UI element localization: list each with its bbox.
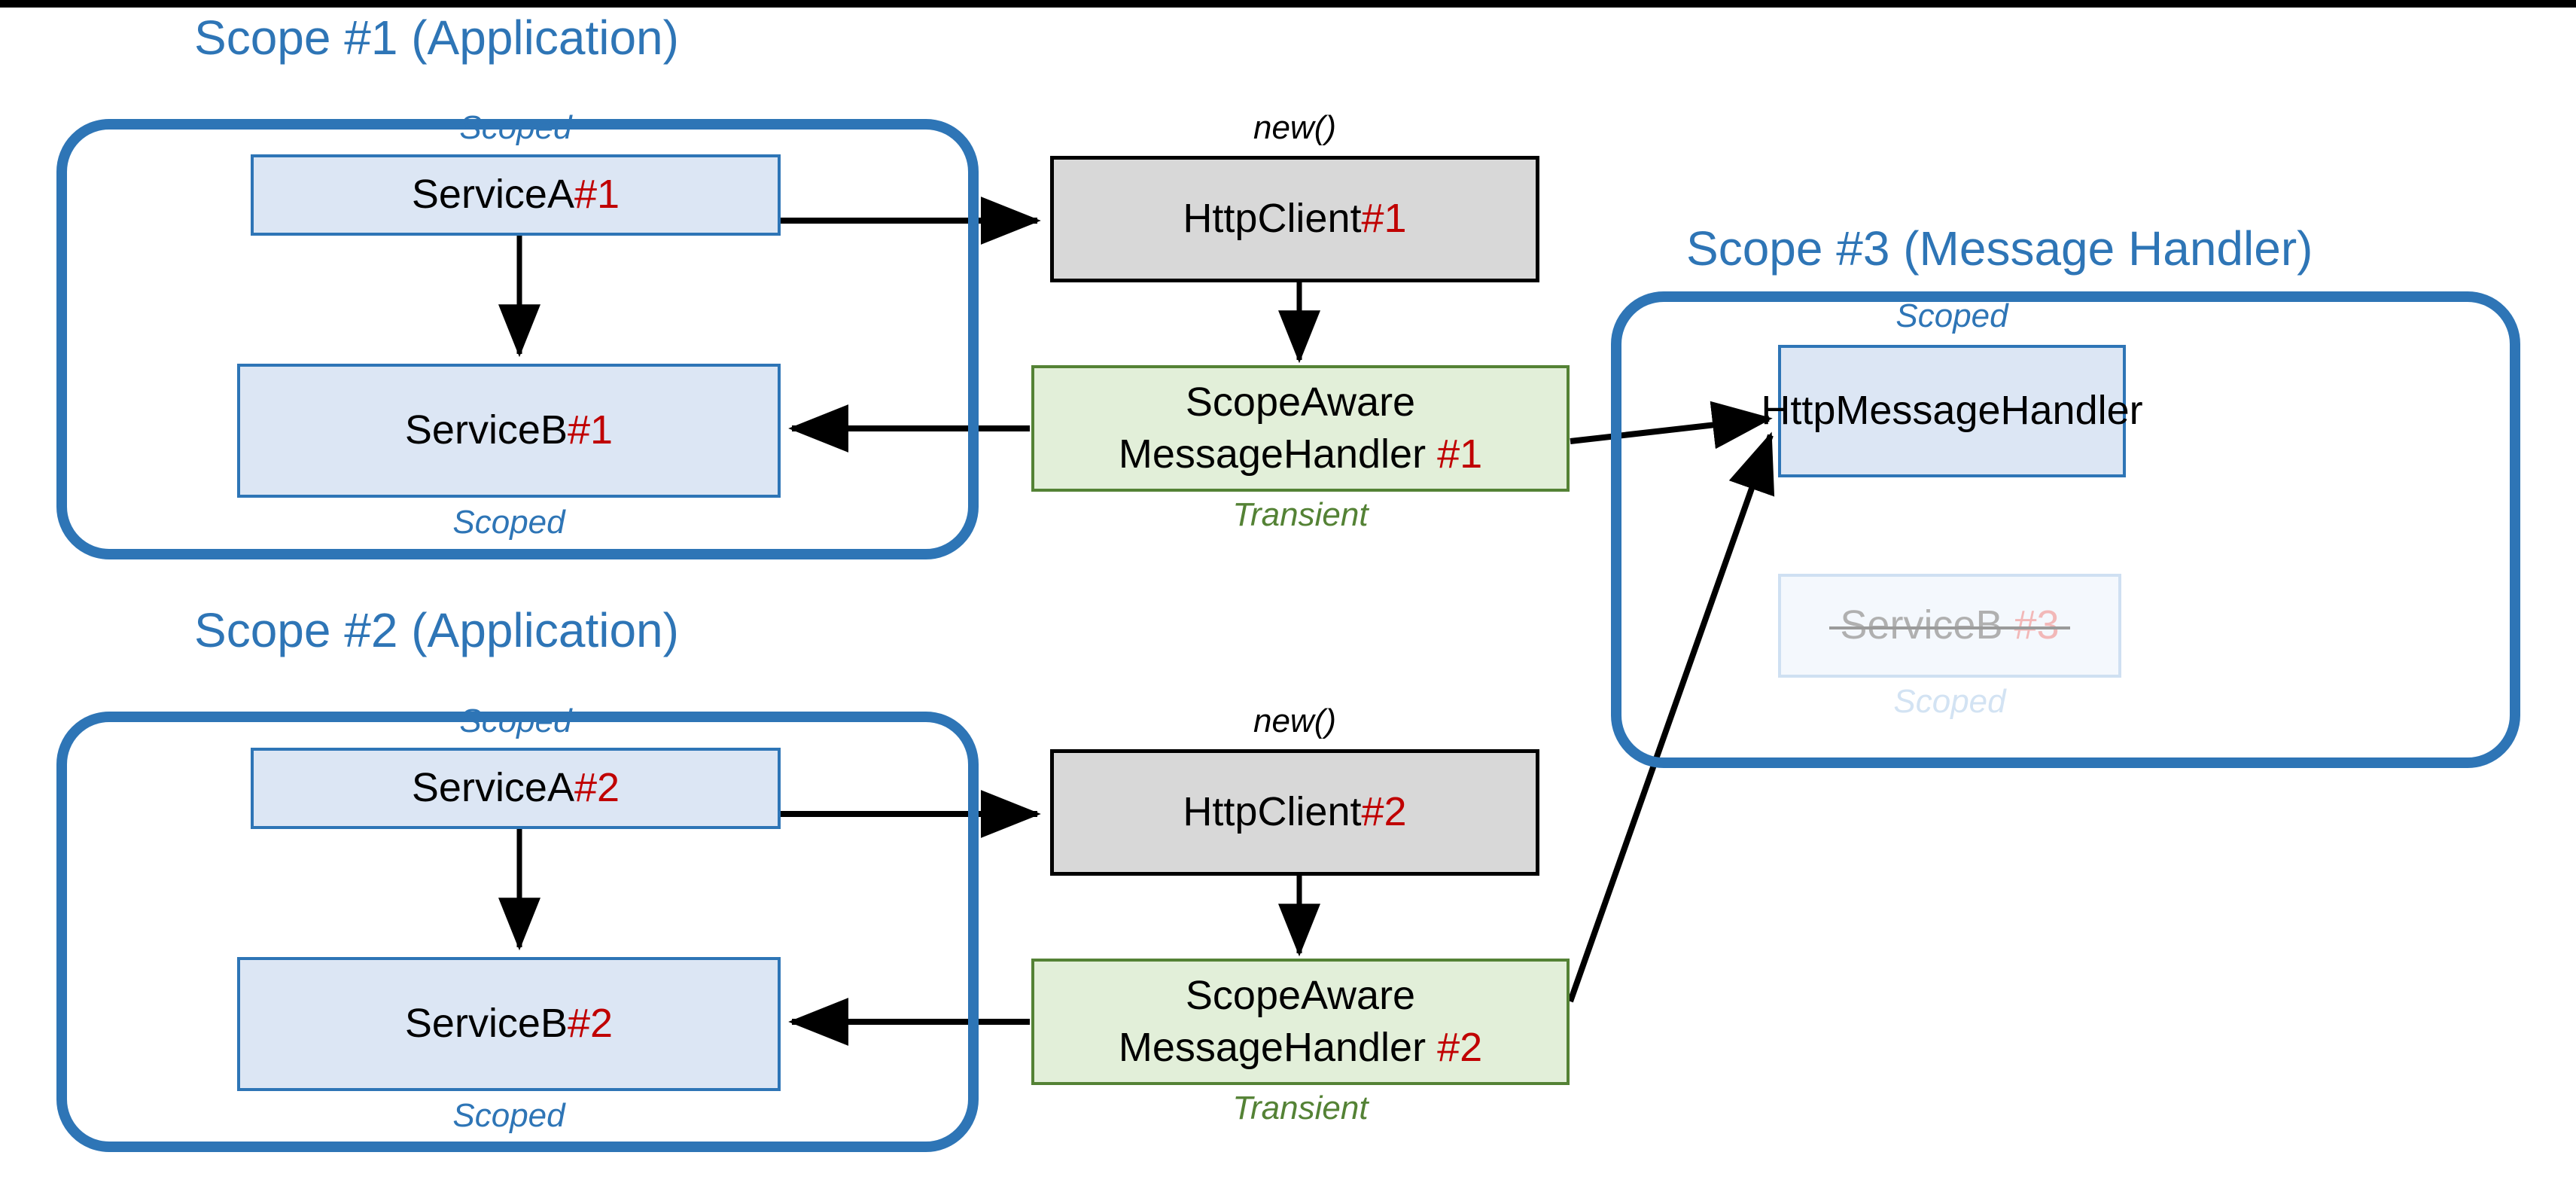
scope-container-3 bbox=[1611, 291, 2520, 768]
lifetime-caption-handler1: Transient bbox=[1232, 496, 1369, 533]
node-httpclient-1: HttpClient #1 bbox=[1050, 156, 1539, 282]
node-scopeaware-messagehandler-2: ScopeAware MessageHandler #2 bbox=[1031, 959, 1570, 1085]
node-servicea-1-instance: #1 bbox=[574, 172, 620, 218]
node-scopeaware-messagehandler-2-instance: #2 bbox=[1437, 1025, 1483, 1070]
top-black-band bbox=[0, 0, 2576, 8]
node-scopeaware-messagehandler-1: ScopeAware MessageHandler #1 bbox=[1031, 365, 1570, 492]
node-serviceb-3-disabled: ServiceB #3 bbox=[1778, 574, 2121, 678]
node-scopeaware-messagehandler-2-line2: MessageHandler bbox=[1118, 1025, 1438, 1070]
lifetime-caption-serviceb1: Scoped bbox=[452, 504, 565, 541]
node-scopeaware-messagehandler-1-line2-wrap: MessageHandler #1 bbox=[1119, 428, 1482, 480]
node-scopeaware-messagehandler-2-line1: ScopeAware bbox=[1185, 972, 1416, 1018]
lifetime-caption-servicea2: Scoped bbox=[459, 703, 572, 739]
node-serviceb-1-label: ServiceB bbox=[404, 407, 568, 453]
lifetime-caption-httpmessagehandler: Scoped bbox=[1895, 297, 2008, 334]
lifetime-caption-httpclient1: new() bbox=[1253, 109, 1337, 146]
node-serviceb-1-instance: #1 bbox=[568, 407, 614, 453]
edge-handler2-httpmessagehandler bbox=[1567, 431, 1775, 1003]
scope-container-1 bbox=[56, 119, 979, 559]
node-httpclient-2: HttpClient #2 bbox=[1050, 749, 1539, 876]
scope-container-2 bbox=[56, 712, 979, 1152]
lifetime-caption-httpclient2: new() bbox=[1253, 703, 1337, 739]
node-servicea-2-label: ServiceA bbox=[411, 765, 574, 811]
node-scopeaware-messagehandler-1-instance: #1 bbox=[1437, 431, 1483, 477]
node-serviceb-2-instance: #2 bbox=[568, 1001, 614, 1047]
node-serviceb-3-label: ServiceB bbox=[1840, 602, 2014, 648]
node-serviceb-2-label: ServiceB bbox=[404, 1001, 568, 1047]
node-httpmessagehandler: HttpMessageHandler bbox=[1761, 345, 2143, 477]
scope-title-3: Scope #3 (Message Handler) bbox=[1686, 221, 2313, 276]
scope-title-2: Scope #2 (Application) bbox=[194, 603, 679, 657]
lifetime-caption-serviceb3: Scoped bbox=[1893, 683, 2006, 720]
node-scopeaware-messagehandler-1-line1: ScopeAware bbox=[1185, 379, 1416, 425]
node-httpmessagehandler-label: HttpMessageHandler bbox=[1761, 388, 2143, 434]
lifetime-caption-servicea1: Scoped bbox=[459, 109, 572, 146]
node-servicea-1-label: ServiceA bbox=[411, 172, 574, 218]
node-scopeaware-messagehandler-2-line2-wrap: MessageHandler #2 bbox=[1119, 1022, 1482, 1074]
node-httpclient-2-instance: #2 bbox=[1361, 789, 1407, 835]
node-httpclient-1-instance: #1 bbox=[1361, 196, 1407, 242]
node-httpclient-2-label: HttpClient bbox=[1183, 789, 1362, 835]
node-serviceb-2: ServiceB #2 bbox=[237, 957, 781, 1091]
node-serviceb-3-strike: ServiceB #3 bbox=[1829, 601, 2070, 651]
lifetime-caption-serviceb2: Scoped bbox=[452, 1097, 565, 1134]
node-servicea-2: ServiceA #2 bbox=[251, 748, 781, 829]
node-servicea-1: ServiceA #1 bbox=[251, 154, 781, 236]
node-serviceb-1: ServiceB #1 bbox=[237, 364, 781, 498]
node-servicea-2-instance: #2 bbox=[574, 765, 620, 811]
lifetime-caption-handler2: Transient bbox=[1232, 1090, 1369, 1126]
scope-title-1: Scope #1 (Application) bbox=[194, 11, 679, 65]
node-httpclient-1-label: HttpClient bbox=[1183, 196, 1362, 242]
node-serviceb-3-instance: #3 bbox=[2014, 602, 2060, 648]
node-scopeaware-messagehandler-1-line2: MessageHandler bbox=[1118, 431, 1438, 477]
edge-handler1-httpmessagehandler bbox=[1570, 401, 1773, 450]
